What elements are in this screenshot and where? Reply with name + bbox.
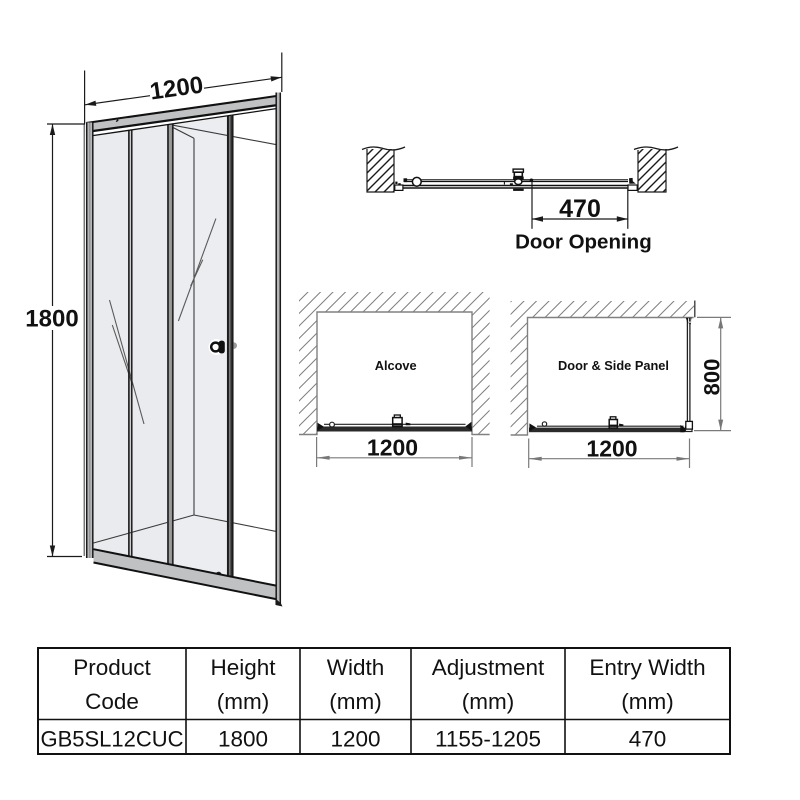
svg-text:(mm): (mm) — [621, 689, 673, 714]
svg-text:1200: 1200 — [586, 435, 637, 461]
svg-text:(mm): (mm) — [462, 689, 514, 714]
svg-text:Door Opening: Door Opening — [515, 230, 652, 253]
svg-text:Height: Height — [210, 655, 276, 680]
svg-text:Alcove: Alcove — [375, 358, 417, 373]
svg-text:470: 470 — [559, 195, 601, 223]
svg-text:Door & Side Panel: Door & Side Panel — [558, 358, 669, 373]
svg-text:Width: Width — [327, 655, 385, 680]
svg-text:GB5SL12CUC: GB5SL12CUC — [40, 727, 183, 752]
svg-text:470: 470 — [629, 727, 667, 752]
svg-text:1800: 1800 — [218, 727, 268, 752]
svg-text:Product: Product — [73, 655, 151, 680]
svg-text:1200: 1200 — [330, 727, 380, 752]
svg-text:(mm): (mm) — [329, 689, 381, 714]
svg-text:1155-1205: 1155-1205 — [435, 727, 541, 752]
svg-text:Code: Code — [85, 689, 139, 714]
svg-text:Adjustment: Adjustment — [432, 655, 545, 680]
svg-text:1800: 1800 — [25, 306, 78, 333]
svg-text:(mm): (mm) — [217, 689, 269, 714]
svg-text:Entry Width: Entry Width — [589, 655, 705, 680]
svg-text:1200: 1200 — [367, 435, 418, 461]
svg-text:800: 800 — [700, 359, 725, 396]
